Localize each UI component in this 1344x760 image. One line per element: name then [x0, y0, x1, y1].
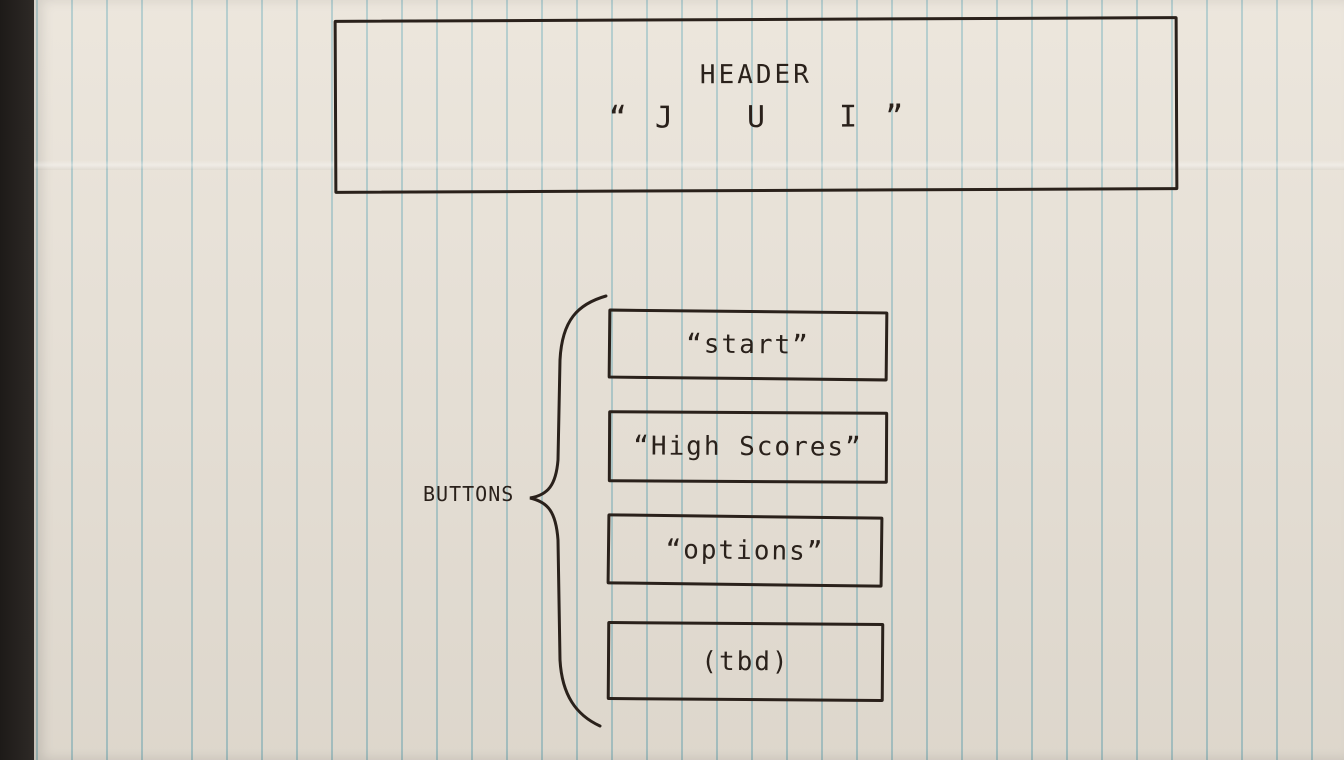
buttons-brace: [529, 294, 608, 728]
tbd-button-label: (tbd): [701, 646, 790, 677]
paper-fold: [34, 160, 1344, 170]
options-button-label: “options”: [665, 534, 825, 567]
notebook-paper: [34, 0, 1344, 760]
start-button[interactable]: “start”: [607, 308, 889, 382]
high-scores-button[interactable]: “High Scores”: [607, 410, 889, 484]
header-box: HEADER “J U I”: [333, 16, 1179, 194]
header-label: HEADER: [699, 59, 812, 90]
options-button[interactable]: “options”: [606, 513, 884, 588]
start-button-label: “start”: [686, 329, 810, 361]
high-scores-button-label: “High Scores”: [633, 431, 863, 463]
tbd-button[interactable]: (tbd): [606, 621, 885, 702]
header-title: “J U I”: [608, 98, 932, 136]
buttons-group-label: BUTTONS: [423, 482, 515, 506]
